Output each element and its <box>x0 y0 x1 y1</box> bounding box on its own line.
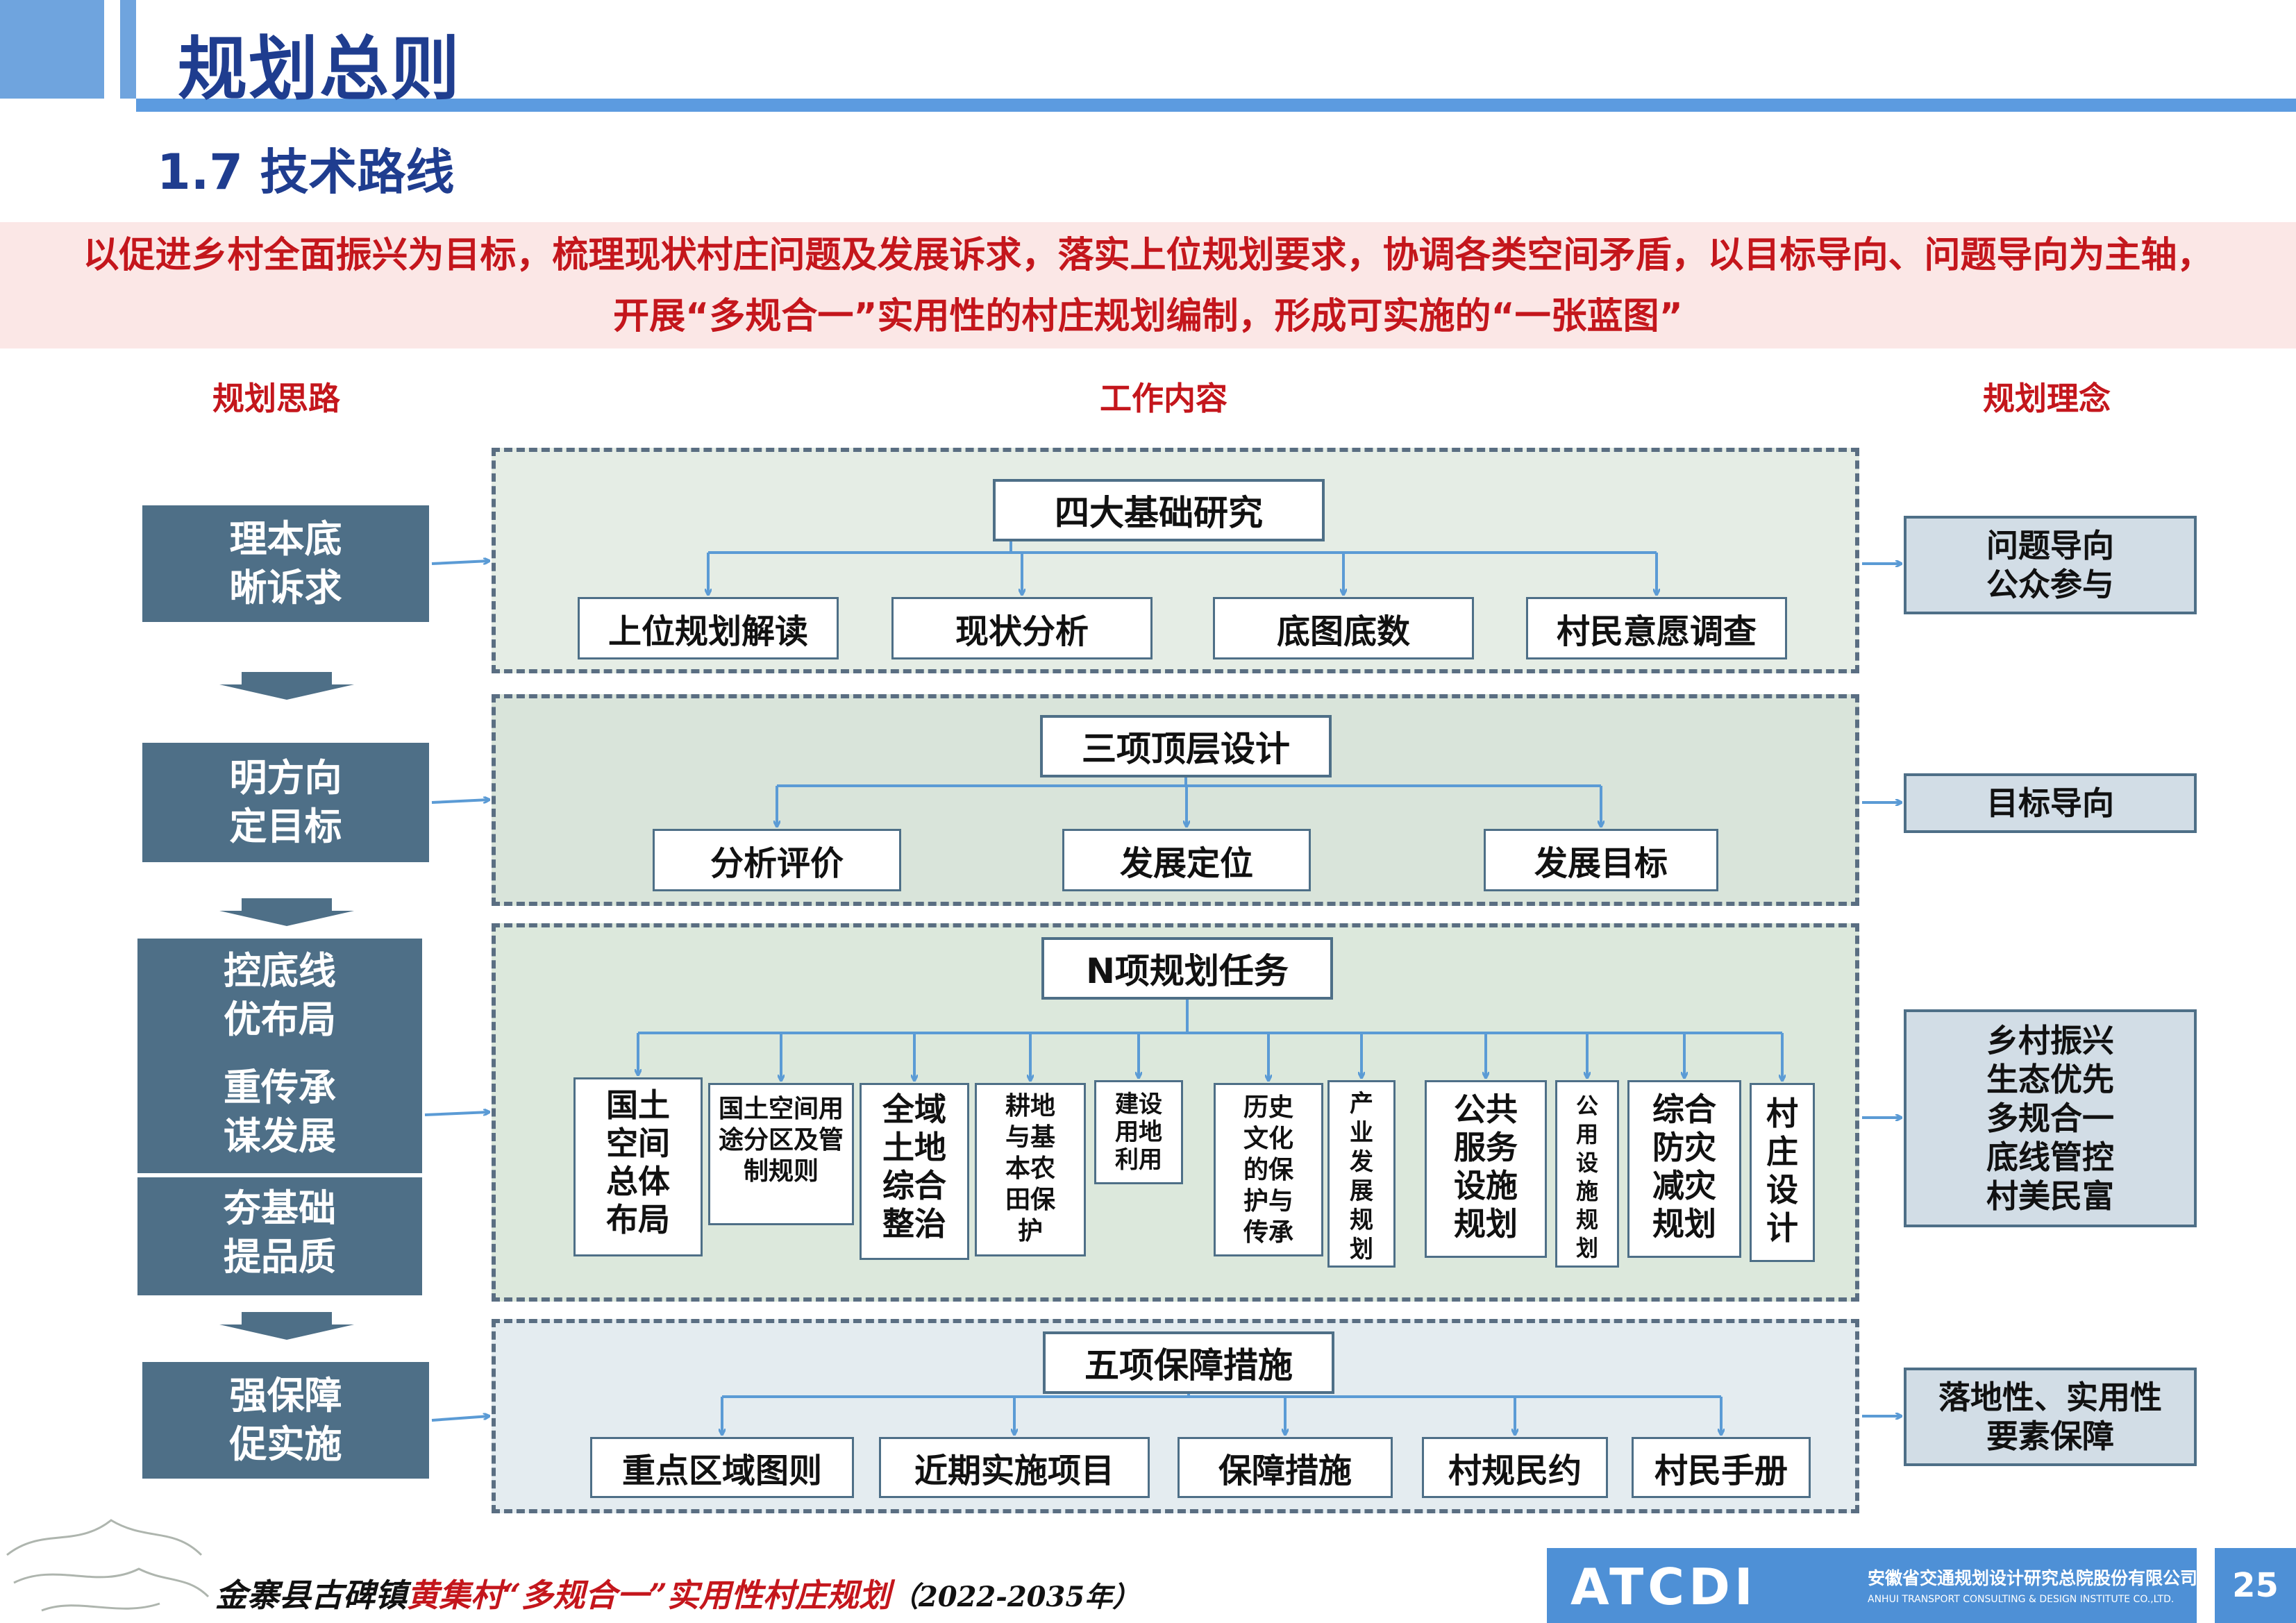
column-header-left: 规划思路 <box>212 380 340 417</box>
right-box-3: 乡村振兴 生态优先 多规合一 底线管控 村美民富 <box>1904 1009 2197 1227</box>
header-accent-bar-thin <box>120 0 136 99</box>
section-title-3: N项规划任务 <box>1041 937 1333 1000</box>
left-box-2: 明方向 定目标 <box>142 743 429 862</box>
company-name-en: ANHUI TRANSPORT CONSULTING & DESIGN INST… <box>1868 1594 2175 1605</box>
section-subtitle: 1.7 技术路线 <box>157 144 455 201</box>
link-left-3 <box>424 1112 489 1116</box>
page-number: 25 <box>2215 1548 2296 1623</box>
left-box-3: 控底线 优布局 重传承 谋发展 夯基础 提品质 <box>137 939 422 1295</box>
item-village-rules: 村规民约 <box>1422 1437 1608 1498</box>
footer-project-title: 金寨县古碑镇黄集村“多规合一”实用性村庄规划（2022-2035年） <box>215 1576 1141 1614</box>
intro-line-1: 以促进乡村全面振兴为目标，梳理现状村庄问题及发展诉求，落实上位规划要求，协调各类… <box>83 235 2213 276</box>
header-accent-bar <box>0 0 104 99</box>
company-logo-bar: ATCDI 安徽省交通规划设计研究总院股份有限公司 ANHUI TRANSPOR… <box>1547 1548 2197 1623</box>
right-box-2: 目标导向 <box>1904 773 2197 833</box>
header-underline <box>136 99 2296 112</box>
page-title: 规划总则 <box>178 28 461 110</box>
item-villager-handbook: 村民手册 <box>1632 1437 1811 1498</box>
intro-line-2: 开展“多规合一”实用性的村庄规划编制，形成可实施的“一张蓝图” <box>613 296 1683 337</box>
item-development-goals: 发展目标 <box>1484 829 1718 891</box>
task-public-service: 公共服务设施规划 <box>1425 1080 1547 1258</box>
column-header-center: 工作内容 <box>1100 380 1227 417</box>
section-title-4: 五项保障措施 <box>1043 1331 1334 1394</box>
item-safeguards: 保障措施 <box>1178 1437 1393 1498</box>
link-left-1 <box>431 561 489 565</box>
logo-atcdi-text: ATCDI <box>1570 1558 1757 1616</box>
company-name-cn: 安徽省交通规划设计研究总院股份有限公司 <box>1868 1568 2198 1588</box>
item-analysis-evaluation: 分析评价 <box>653 829 901 891</box>
right-box-1: 问题导向 公众参与 <box>1904 516 2197 614</box>
task-farmland-protection: 耕地与基本农田保护 <box>975 1083 1086 1256</box>
link-left-2 <box>431 800 489 804</box>
item-base-map: 底图底数 <box>1213 597 1474 659</box>
item-development-positioning: 发展定位 <box>1062 829 1311 891</box>
landscape-ridge-3 <box>41 1602 160 1612</box>
section-title-2: 三项顶层设计 <box>1040 715 1332 777</box>
intro-banner: 以促进乡村全面振兴为目标，梳理现状村庄问题及发展诉求，落实上位规划要求，协调各类… <box>0 222 2296 348</box>
left-box-1: 理本底 晰诉求 <box>142 505 429 622</box>
task-territorial-layout: 国土空间总体布局 <box>573 1077 703 1256</box>
link-left-4 <box>431 1416 489 1422</box>
task-village-design: 村庄设计 <box>1750 1083 1815 1262</box>
column-header-right: 规划理念 <box>1983 380 2111 417</box>
item-villager-survey: 村民意愿调查 <box>1526 597 1787 659</box>
task-disaster-prevention: 综合防灾减灾规划 <box>1627 1080 1741 1258</box>
down-arrow-2 <box>219 898 354 926</box>
left-box-4: 强保障 促实施 <box>142 1362 429 1479</box>
right-box-4: 落地性、实用性 要素保障 <box>1904 1368 2197 1466</box>
landscape-ridge-1 <box>6 1519 203 1556</box>
item-near-term-projects: 近期实施项目 <box>879 1437 1150 1498</box>
down-arrow-1 <box>219 672 354 700</box>
left-box-divider <box>137 1173 422 1177</box>
item-key-area: 重点区域图则 <box>590 1437 854 1498</box>
task-land-consolidation: 全域土地综合整治 <box>860 1083 969 1260</box>
section-title-1: 四大基础研究 <box>993 479 1325 541</box>
landscape-ridge-2 <box>13 1567 210 1598</box>
task-industry-planning: 产业发展规划 <box>1327 1080 1396 1268</box>
item-status-analysis: 现状分析 <box>891 597 1153 659</box>
task-utilities: 公用设施规划 <box>1555 1080 1619 1268</box>
task-land-use-zoning: 国土空间用途分区及管制规则 <box>708 1083 854 1225</box>
item-upper-plan: 上位规划解读 <box>578 597 839 659</box>
task-construction-land: 建设用地利用 <box>1094 1080 1183 1184</box>
task-heritage-protection: 历史文化的保护与传承 <box>1214 1083 1323 1256</box>
down-arrow-3 <box>219 1312 354 1340</box>
